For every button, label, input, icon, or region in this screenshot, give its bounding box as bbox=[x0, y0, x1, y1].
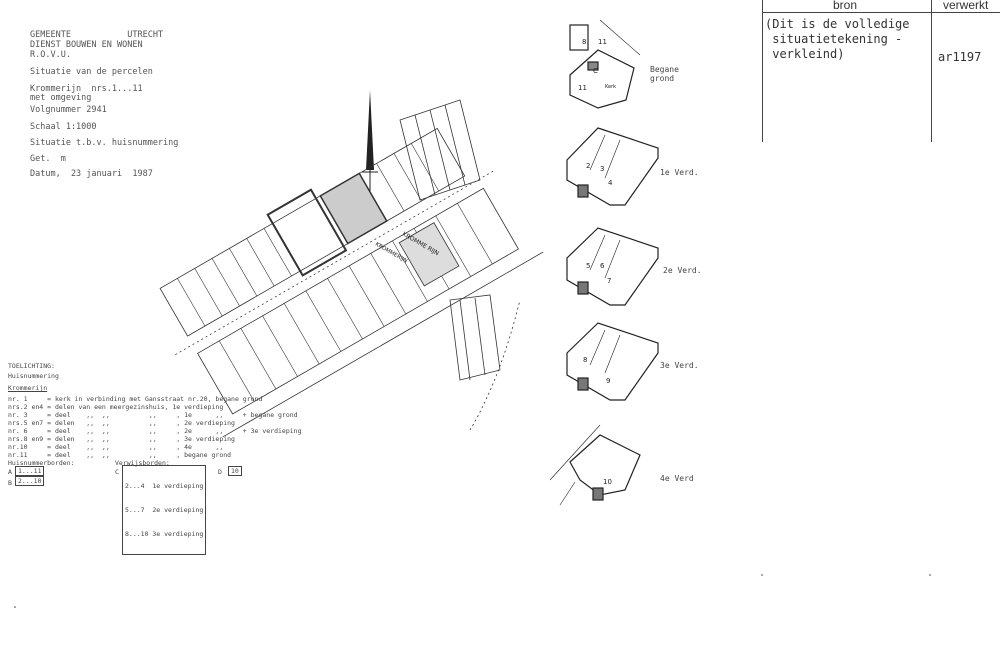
plan-label: 4 bbox=[608, 179, 613, 187]
board-d: 10 bbox=[228, 466, 242, 476]
floor-label: 1e Verd. bbox=[660, 168, 699, 177]
board-label: C bbox=[115, 468, 119, 476]
plan-label: C bbox=[593, 67, 598, 75]
legend-heading: Huisnummerborden: bbox=[8, 459, 75, 467]
floor-label: 4e Verd bbox=[660, 474, 694, 483]
legend-heading: Verwijsborden: bbox=[115, 459, 170, 467]
header-line: DIENST BOUWEN EN WONEN bbox=[30, 40, 143, 50]
board-c-line: 5...7 2e verdieping bbox=[125, 506, 204, 514]
legend-row: nr. 3 = deel ,, ,, ,, , 1e ,, + begane g… bbox=[8, 411, 298, 419]
north-arrow-icon bbox=[362, 90, 378, 195]
plan-label: Kerk bbox=[605, 84, 616, 90]
column-header-verwerkt: verwerkt bbox=[943, 0, 989, 12]
header-line: Situatie van de percelen bbox=[30, 67, 153, 77]
header-line: Situatie t.b.v. huisnummering bbox=[30, 138, 179, 148]
plan-label: 9 bbox=[606, 377, 610, 385]
plan-label: 8 bbox=[583, 356, 587, 364]
header-line: Get. m bbox=[30, 154, 66, 164]
floor-plan-4e bbox=[549, 424, 641, 506]
legend-row: nrs.5 en7 = delen ,, ,, ,, , 2e verdiepi… bbox=[8, 419, 235, 427]
header-line: Krommerijn nrs.1...11 bbox=[30, 84, 143, 94]
processed-code: ar1197 bbox=[938, 50, 982, 64]
legend-row: nr. 6 = deel ,, ,, ,, , 2e ,, + 3e verdi… bbox=[8, 427, 302, 435]
plan-label: 11 bbox=[598, 38, 607, 46]
plan-label: 2 bbox=[586, 162, 590, 170]
source-text: (Dit is de volledige situatietekening - … bbox=[765, 17, 910, 61]
board-b: 2...10 bbox=[15, 476, 45, 486]
plan-label: 6 bbox=[600, 262, 605, 270]
column-header-bron: bron bbox=[833, 0, 858, 12]
floor-plan-begane-grond bbox=[569, 19, 641, 109]
board-c-line: 8...10 3e verdieping bbox=[125, 530, 204, 538]
board-label: B bbox=[8, 479, 12, 487]
legend-row: nrs.8 en9 = delen ,, ,, ,, , 3e verdiepi… bbox=[8, 435, 235, 443]
plan-label: 11 bbox=[578, 84, 587, 92]
header-line: Volgnummer 2941 bbox=[30, 105, 107, 115]
legend-street: Krommerijn bbox=[8, 384, 48, 392]
plan-label: 5 bbox=[586, 262, 590, 270]
board-a: 1...11 bbox=[15, 466, 45, 476]
legend-title: TOELICHTING: bbox=[8, 362, 55, 370]
header-line: GEMEENTE UTRECHT bbox=[30, 30, 164, 40]
legend-row: nr. 1 = kerk in verbinding met Gansstraa… bbox=[8, 395, 263, 403]
header-line: met omgeving bbox=[30, 93, 92, 103]
floor-label: 3e Verd. bbox=[660, 361, 699, 370]
legend-row: nrs.2 en4 = delen van een meergezinshuis… bbox=[8, 403, 224, 411]
header-line: Datum, 23 januari 1987 bbox=[30, 169, 153, 179]
legend-subtitle: Huisnummering bbox=[8, 372, 59, 380]
source-table: bron verwerkt (Dit is de volledige situa… bbox=[762, 0, 1000, 142]
board-label: A bbox=[8, 468, 12, 476]
board-label: D bbox=[218, 468, 222, 476]
floor-plan-2e bbox=[566, 227, 659, 306]
plan-label: 8 bbox=[582, 38, 586, 46]
header-line: R.O.V.U. bbox=[30, 50, 71, 60]
floor-plan-3e bbox=[566, 322, 659, 401]
floor-label: Begane grond bbox=[650, 65, 679, 83]
floor-plan-1e bbox=[566, 127, 659, 206]
legend-row: nr.11 = deel ,, ,, ,, , begane grond bbox=[8, 451, 232, 459]
plan-label: 10 bbox=[603, 478, 612, 486]
plan-label: 7 bbox=[607, 277, 611, 285]
board-c: 2...4 1e verdieping 5...7 2e verdieping … bbox=[122, 465, 207, 555]
legend-row: nr.10 = deel ,, ,, ,, , 4e ,, bbox=[8, 443, 224, 451]
board-c-line: 2...4 1e verdieping bbox=[125, 482, 204, 490]
floor-label: 2e Verd. bbox=[663, 266, 702, 275]
header-line: Schaal 1:1000 bbox=[30, 122, 97, 132]
plan-label: 3 bbox=[600, 165, 604, 173]
